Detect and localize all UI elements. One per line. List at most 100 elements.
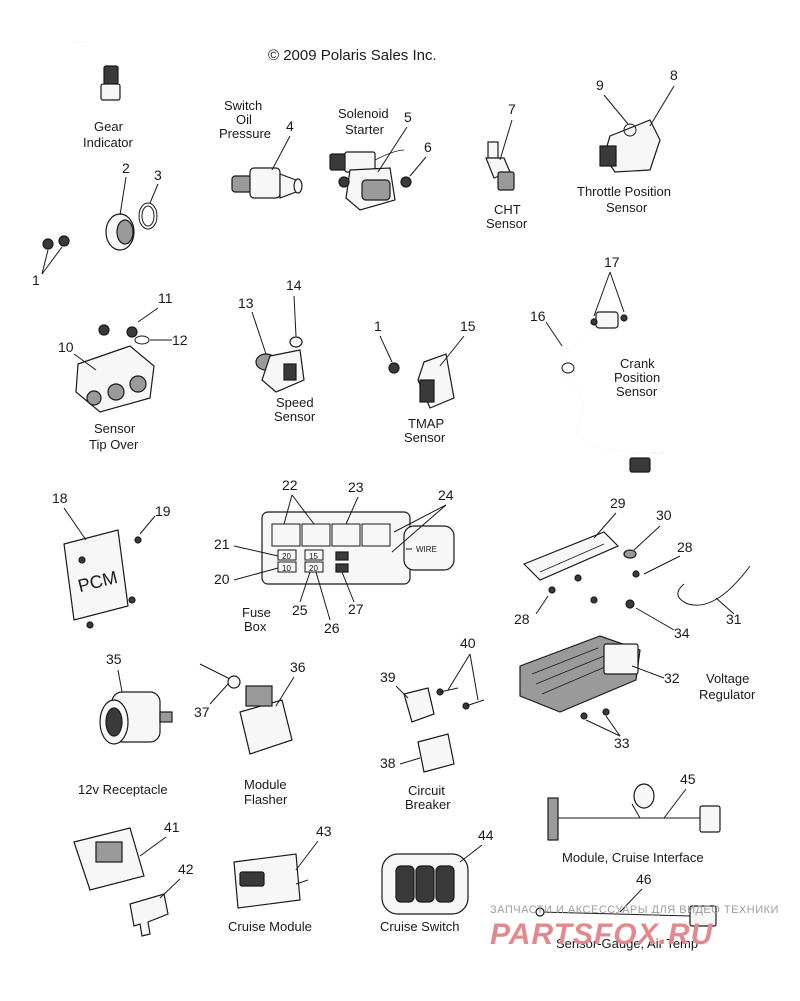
pcm-part: PCM [63,529,142,629]
label-cb-1: Circuit [408,783,445,798]
speed-sensor-part [255,336,305,393]
copyright-text: © 2009 Polaris Sales Inc. [268,47,437,64]
callout-11: 11 [158,290,173,306]
callout-2: 2 [122,160,130,176]
crank-sensor-part [559,311,665,473]
callout-35: 35 [106,651,122,667]
label-tmap-2: Sensor [404,430,446,445]
callout-16: 16 [530,308,546,324]
callout-31: 31 [726,611,742,627]
callout-29: 29 [610,495,626,511]
air-temp-sensor-part [535,905,717,927]
label-gear-indicator-2: Indicator [83,135,134,150]
callout-45: 45 [680,771,696,787]
callout-43: 43 [316,823,332,839]
label-tmap-1: TMAP [408,416,444,431]
label-crank-2: Position [614,370,660,385]
callout-17: 17 [604,254,620,270]
callout-18: 18 [52,490,68,506]
callout-28b: 28 [514,611,530,627]
circuit-breaker-part [403,687,485,773]
solenoid-starter-part [329,149,412,211]
module-41-part [73,827,169,937]
callout-46: 46 [636,871,652,887]
tip-over-sensor-part [75,324,155,413]
callout-6: 6 [424,139,432,155]
label-cruise-module: Cruise Module [228,919,312,934]
label-crank-3: Sensor [616,384,658,399]
callout-28: 28 [677,539,693,555]
label-vr-1: Voltage [706,671,749,686]
callout-8: 8 [670,67,678,83]
callout-32: 32 [664,670,680,686]
label-oil-pressure-3: Pressure [219,126,271,141]
callout-23: 23 [348,479,364,495]
label-cruise-interface: Module, Cruise Interface [562,850,704,865]
callout-34: 34 [674,625,690,641]
callout-37: 37 [194,704,210,720]
callout-33: 33 [614,735,630,751]
callout-26: 26 [324,620,340,636]
label-solenoid-2: Starter [345,122,385,137]
callout-1: 1 [32,272,40,288]
cruise-module-part [233,853,309,909]
receptacle-part [99,691,173,745]
label-flasher-1: Module [244,777,287,792]
label-tip-over-2: Tip Over [89,437,139,452]
label-air-temp: Sensor-Gauge, Air Temp [556,936,698,951]
fuse-10a: 10 [282,564,291,573]
label-oil-pressure-1: Switch [224,98,262,113]
callout-39: 39 [380,669,396,685]
callout-3: 3 [154,167,162,183]
label-cht-2: Sensor [486,216,528,231]
callout-41: 41 [164,819,180,835]
label-flasher-2: Flasher [244,792,288,807]
watermark-line1: ЗАПЧАСТИ И АКСЕССУАРЫ ДЛЯ ВИДЕО ТЕХНИКИ [490,904,779,916]
cruise-switch-part [381,853,469,915]
label-fuse-1: Fuse [242,605,271,620]
label-receptacle: 12v Receptacle [78,782,168,797]
label-crank-1: Crank [620,356,655,371]
label-speed-2: Sensor [274,409,316,424]
gear-indicator-part [42,40,158,251]
label-fuse-2: Box [244,619,267,634]
bracket-part [522,531,751,609]
label-cb-2: Breaker [405,797,451,812]
label-tip-over-1: Sensor [94,421,136,436]
callout-36: 36 [290,659,306,675]
callout-12: 12 [172,332,188,348]
tmap-sensor-part [388,353,455,409]
callout-14: 14 [286,277,302,293]
label-solenoid-1: Solenoid [338,106,389,121]
callout-25: 25 [292,602,308,618]
label-speed-1: Speed [276,395,314,410]
fuse-20a: 20 [282,552,291,561]
callout-40: 40 [460,635,476,651]
callout-10: 10 [58,339,74,355]
callout-42: 42 [178,861,194,877]
voltage-regulator-part [519,635,641,720]
callout-38: 38 [380,755,396,771]
label-oil-pressure-2: Oil [236,112,252,127]
callout-5: 5 [404,109,412,125]
label-gear-indicator: Gear [94,119,124,134]
oil-pressure-switch-part [231,167,303,199]
callout-9: 9 [596,77,604,93]
fuse-15a: 15 [309,552,318,561]
label-vr-2: Regulator [699,687,756,702]
callout-24: 24 [438,487,454,503]
label-cruise-switch: Cruise Switch [380,919,459,934]
label-tps-2: Sensor [606,200,648,215]
throttle-position-sensor-part [599,119,661,173]
label-cht: CHT [494,202,521,217]
callout-15: 15 [460,318,476,334]
callout-21: 21 [214,536,230,552]
callout-13: 13 [238,295,254,311]
cht-sensor-part [485,141,515,191]
label-tps-1: Throttle Position [577,184,671,199]
watermark-logo: PARTSFOX.RU [490,918,714,951]
callout-7: 7 [508,101,516,117]
callout-1b: 1 [374,318,382,334]
